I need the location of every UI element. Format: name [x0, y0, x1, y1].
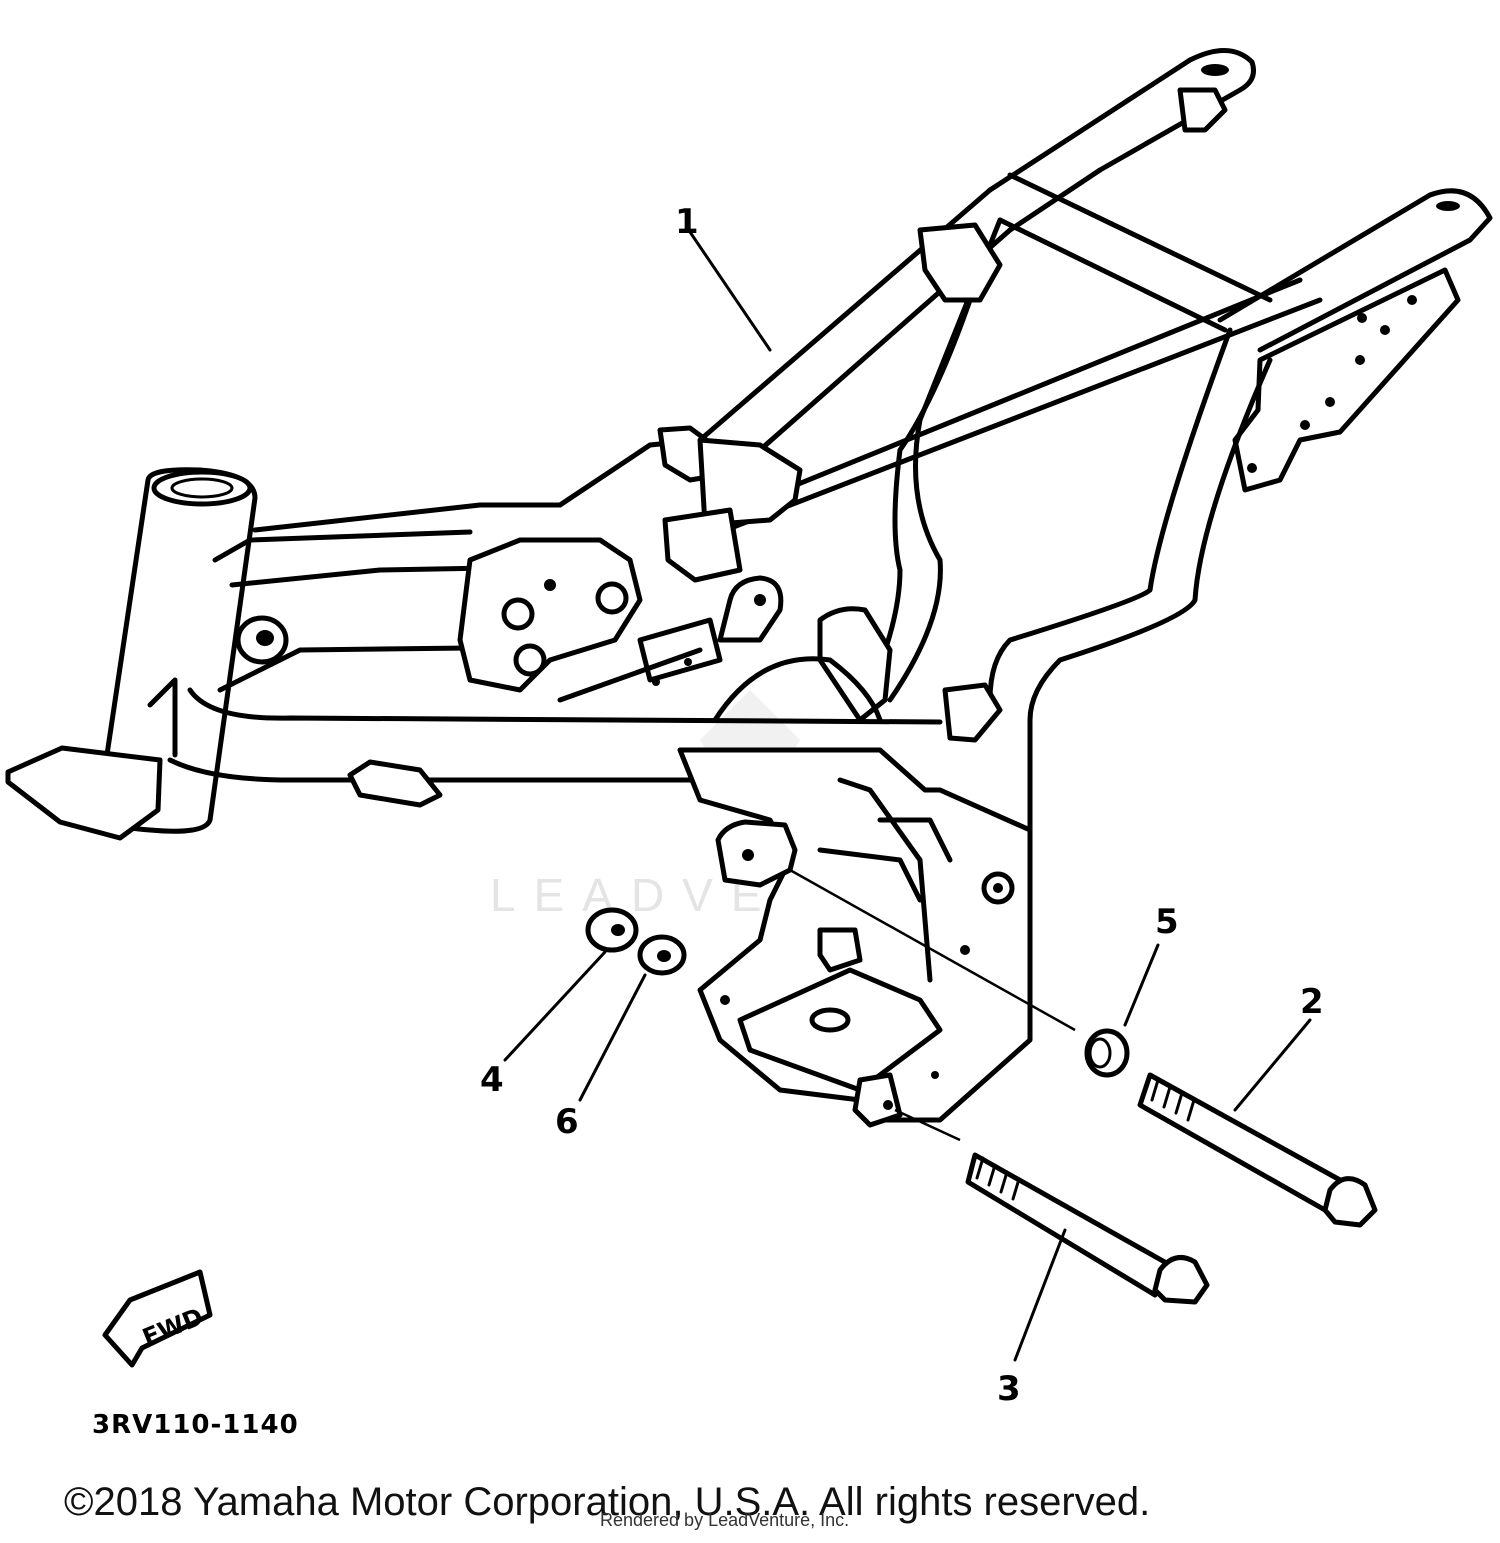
rendered-by-notice: Rendered by LeadVenture, Inc.	[600, 1510, 850, 1530]
callout-4: 4	[480, 1060, 504, 1100]
callout-3: 3	[997, 1369, 1021, 1409]
callout-6: 6	[555, 1102, 579, 1142]
leader-lines	[503, 230, 1312, 1362]
frame	[5, 48, 1493, 1128]
fwd-arrow-icon: FWD	[102, 1269, 213, 1368]
callout-5: 5	[1155, 902, 1179, 942]
collar-part-5	[1084, 1028, 1130, 1078]
bolt-part-2	[1137, 1072, 1378, 1228]
callout-2: 2	[1300, 982, 1324, 1022]
copyright-notice: ©2018 Yamaha Motor Corporation, U.S.A. A…	[64, 1480, 1151, 1524]
washer-part-6	[637, 934, 687, 976]
diagram-part-code: 3RV110-1140	[92, 1410, 299, 1440]
nut-part-4	[585, 907, 639, 953]
callout-1: 1	[675, 202, 699, 242]
bolt-part-3	[965, 1152, 1210, 1305]
